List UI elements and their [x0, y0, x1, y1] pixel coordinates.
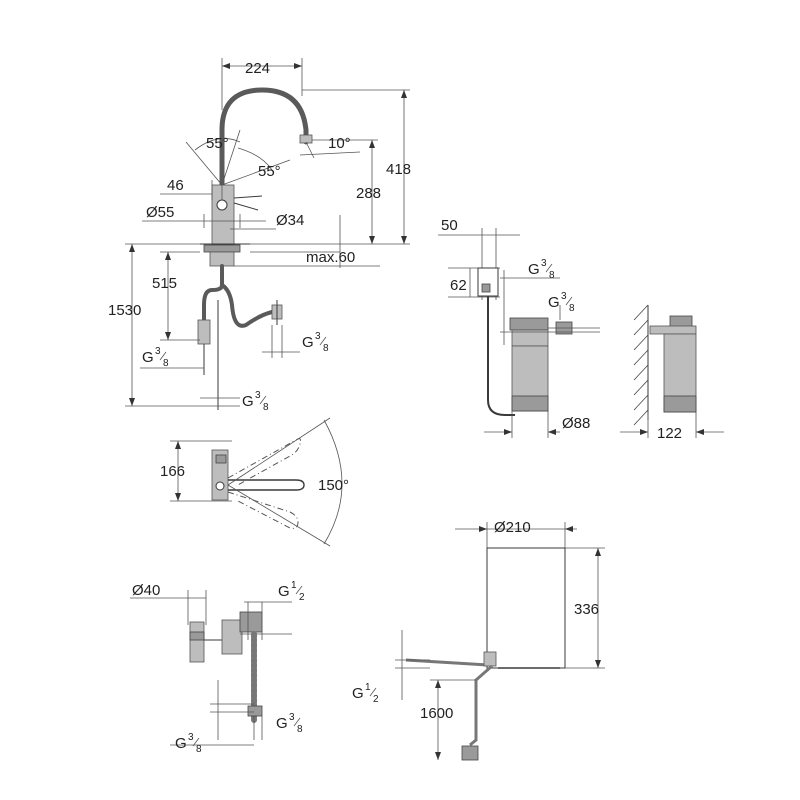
filter-unit-side — [620, 304, 724, 438]
dim-1600: 1600 — [420, 705, 453, 722]
dim-50: 50 — [441, 217, 458, 234]
svg-text:8: 8 — [163, 358, 169, 369]
svg-text:G: G — [175, 735, 187, 752]
thread-g38-label-7: G 3 8 — [175, 732, 202, 755]
thread-g12-label-1: G 1 2 — [278, 580, 305, 603]
svg-text:G: G — [242, 393, 254, 410]
svg-text:G: G — [528, 261, 540, 278]
filter-unit-front — [438, 228, 600, 438]
svg-text:1: 1 — [291, 580, 297, 591]
dim-166: 166 — [160, 463, 185, 480]
faucet-body — [211, 184, 235, 246]
dim-122: 122 — [657, 425, 682, 442]
svg-text:3: 3 — [561, 291, 567, 302]
svg-text:3: 3 — [289, 712, 295, 723]
svg-text:1: 1 — [365, 682, 371, 693]
svg-text:2: 2 — [299, 592, 305, 603]
dim-288: 288 — [356, 185, 381, 202]
svg-text:G: G — [276, 715, 288, 732]
angle-10: 10° — [328, 135, 351, 152]
faucet-side-view — [125, 58, 410, 410]
svg-text:8: 8 — [569, 303, 575, 314]
angle-55-left: 55° — [206, 135, 229, 152]
thread-g38-label-2: G 3 8 — [302, 331, 329, 354]
dia-34: Ø34 — [276, 212, 304, 229]
faucet-top-view — [170, 417, 343, 547]
angle-150: 150° — [318, 477, 349, 494]
boiler-tank — [395, 522, 605, 761]
thread-g38-label-6: G 3 8 — [276, 712, 303, 735]
svg-text:8: 8 — [323, 343, 329, 354]
dim-224: 224 — [245, 60, 270, 77]
svg-text:8: 8 — [549, 270, 555, 281]
valve-assembly — [130, 590, 292, 746]
svg-text:3: 3 — [155, 346, 161, 357]
dia-55: Ø55 — [146, 204, 174, 221]
dim-1530: 1530 — [108, 302, 141, 319]
dim-515: 515 — [152, 275, 177, 292]
dim-336: 336 — [574, 601, 599, 618]
dia-40: Ø40 — [132, 582, 160, 599]
dim-46: 46 — [167, 177, 184, 194]
svg-text:8: 8 — [196, 744, 202, 755]
svg-text:G: G — [142, 349, 154, 366]
svg-text:G: G — [278, 583, 290, 600]
dia-88: Ø88 — [562, 415, 590, 432]
thread-g38-label-3: G 3 8 — [242, 390, 269, 413]
svg-text:3: 3 — [541, 258, 547, 269]
svg-text:3: 3 — [315, 331, 321, 342]
dim-62: 62 — [450, 277, 467, 294]
thread-g38-label-1: G 3 8 — [142, 346, 169, 369]
svg-text:3: 3 — [188, 732, 194, 743]
svg-text:3: 3 — [255, 390, 261, 401]
svg-text:8: 8 — [263, 402, 269, 413]
thread-g12-label-2: G 1 2 — [352, 682, 379, 705]
svg-text:G: G — [352, 685, 364, 702]
svg-text:G: G — [548, 294, 560, 311]
faucet-knob — [216, 199, 228, 211]
dim-418: 418 — [386, 161, 411, 178]
angle-55-right: 55° — [258, 163, 281, 180]
max-60: max.60 — [306, 249, 355, 266]
dia-210: Ø210 — [494, 519, 531, 536]
thread-g38-label-4: G 3 8 — [528, 258, 555, 281]
thread-g38-label-5: G 3 8 — [548, 291, 575, 314]
svg-text:2: 2 — [373, 694, 379, 705]
svg-text:8: 8 — [297, 724, 303, 735]
svg-text:G: G — [302, 334, 314, 351]
